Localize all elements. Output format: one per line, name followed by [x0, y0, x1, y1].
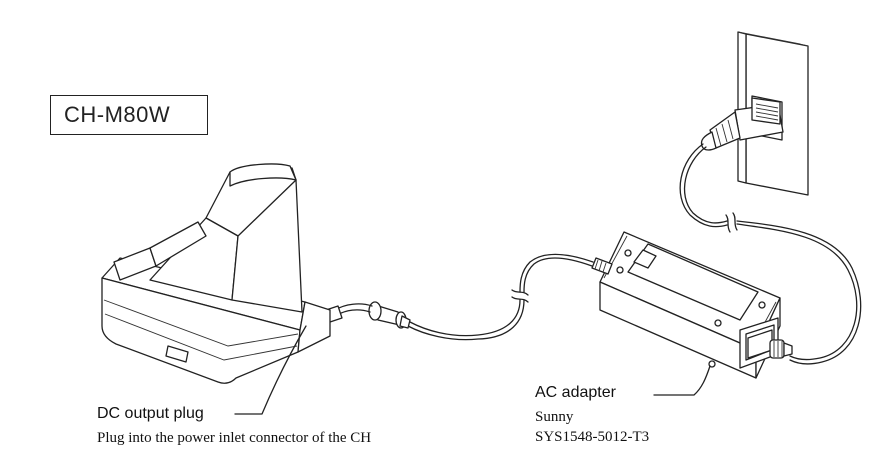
- dc-plug-title: DC output plug: [97, 405, 204, 422]
- dc-plug-leader: [234, 325, 307, 415]
- ac-adapter-model: SYS1548-5012-T3: [535, 429, 650, 445]
- ac-adapter-maker: Sunny: [535, 409, 574, 425]
- cradle: [101, 163, 331, 384]
- ferrite-core: [368, 301, 411, 329]
- dc-plug-description: Plug into the power inlet connector of t…: [97, 430, 372, 446]
- ac-adapter-leader: [653, 365, 711, 396]
- ac-plug: [700, 97, 784, 151]
- ac-adapter: [599, 231, 793, 379]
- ac-adapter-title: AC adapter: [535, 384, 616, 401]
- model-label-box: CH-M80W: [50, 95, 208, 135]
- model-label: CH-M80W: [64, 102, 171, 127]
